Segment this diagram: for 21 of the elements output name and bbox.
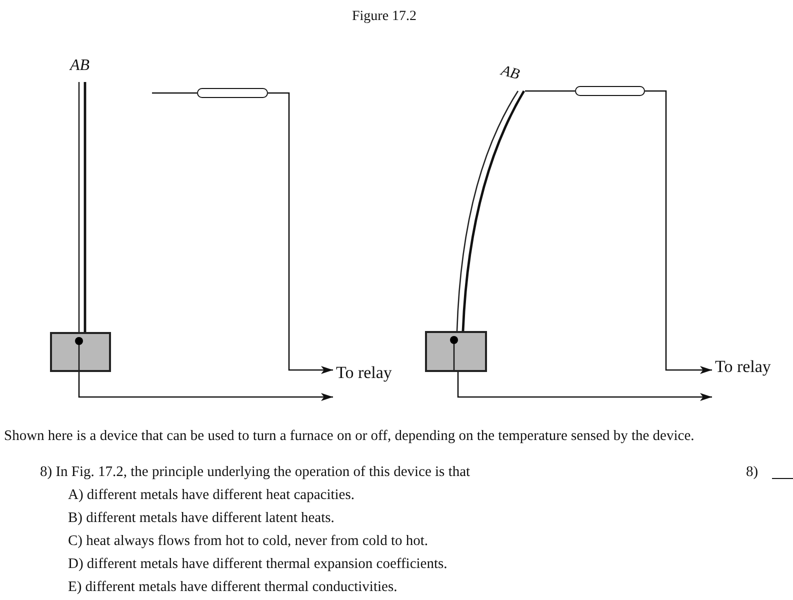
answer-option: A) different metals have different heat capacities. (68, 486, 355, 504)
relay-label: To relay (335, 362, 393, 384)
wire-arrow (78, 372, 333, 401)
wire-arrow (457, 372, 712, 401)
wire-arrow (645, 90, 712, 374)
strip-label: AB (499, 64, 521, 84)
answer-option: B) different metals have different latent heats. (68, 509, 334, 528)
question-text: 8) In Fig. 17.2, the principle underlying the operation of this device is that (40, 463, 470, 482)
mounting-block (50, 332, 111, 372)
answer-option: E) different metals have different thermal conductivities. (68, 578, 398, 596)
description-text: Shown here is a device that can be used to turn a furnace on or off, depending on the temperature sensed by the device. (4, 427, 694, 446)
contact-capsule (197, 88, 268, 98)
mounting-block (425, 331, 487, 372)
figure-title: Figure 17.2 (352, 8, 417, 26)
answer-option: C) heat always flows from hot to cold, never from cold to hot. (68, 532, 428, 550)
question-number: 8) (746, 463, 758, 482)
contact-capsule (575, 86, 645, 96)
strip-label: AB (70, 58, 90, 74)
wire-arrow (268, 92, 333, 374)
relay-label: To relay (714, 356, 772, 378)
answer-option: D) different metals have different thermal expansion coefficients. (68, 555, 448, 574)
